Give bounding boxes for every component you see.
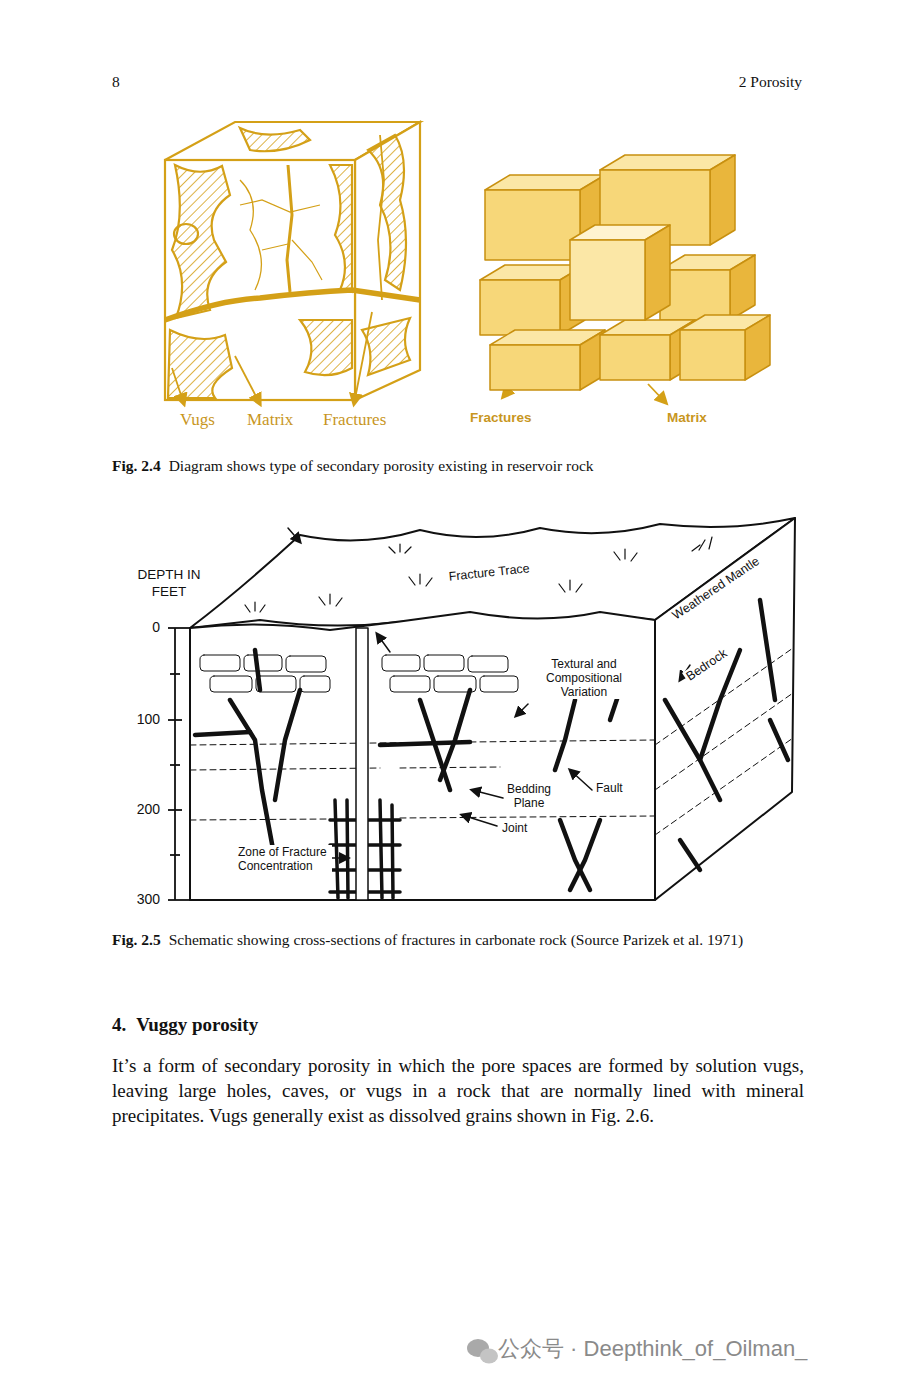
part-label: Vugs — [180, 410, 215, 430]
vug-cube — [165, 122, 420, 400]
body-paragraph: It’s a form of secondary porosity in whi… — [112, 1053, 804, 1128]
part-label: Matrix — [667, 410, 707, 426]
leader-line — [172, 312, 666, 404]
section-number: 4. — [112, 1014, 126, 1035]
figure-caption: Schematic showing cross-sections of frac… — [169, 931, 744, 948]
text-line: 4. Vuggy porosity — [112, 1012, 712, 1038]
axis-title: DEPTH IN FEET — [132, 566, 206, 600]
part-label: Textural and Compositional Variation — [532, 657, 636, 699]
axis-tick: 200 — [120, 801, 160, 818]
section-heading: Vuggy porosity — [136, 1014, 258, 1035]
part-label: Fault — [594, 781, 625, 795]
matrix-blocks — [480, 155, 770, 390]
part-label: Fractures — [323, 410, 386, 430]
page-number: 8 — [112, 72, 120, 91]
part-label: Zone of Fracture Concentration — [236, 845, 332, 873]
text-line: Fig. 2.5 Schematic showing cross-sections… — [112, 928, 807, 952]
figure-number: Fig. 2.4 — [112, 457, 161, 474]
axis-tick: 300 — [115, 891, 160, 908]
text-line: Fig. 2.4 Diagram shows type of secondary … — [112, 455, 812, 477]
part-label: Matrix — [247, 410, 293, 430]
axis-tick: 100 — [120, 711, 160, 728]
axis-tick: 0 — [140, 619, 160, 636]
depth-axis — [168, 628, 190, 900]
part-label: Joint — [500, 821, 529, 835]
watermark: 公众号 · Deepthink_of_Oilman_ — [498, 1336, 807, 1362]
figure-caption: Diagram shows type of secondary porosity… — [169, 457, 594, 474]
figure-number: Fig. 2.5 — [112, 931, 161, 948]
part-label: Bedding Plane — [505, 782, 553, 810]
fracture-block-diagram — [190, 518, 795, 900]
wechat-icon — [467, 1339, 498, 1364]
running-head: 2 Porosity — [602, 72, 802, 91]
part-label: Fractures — [470, 410, 532, 426]
